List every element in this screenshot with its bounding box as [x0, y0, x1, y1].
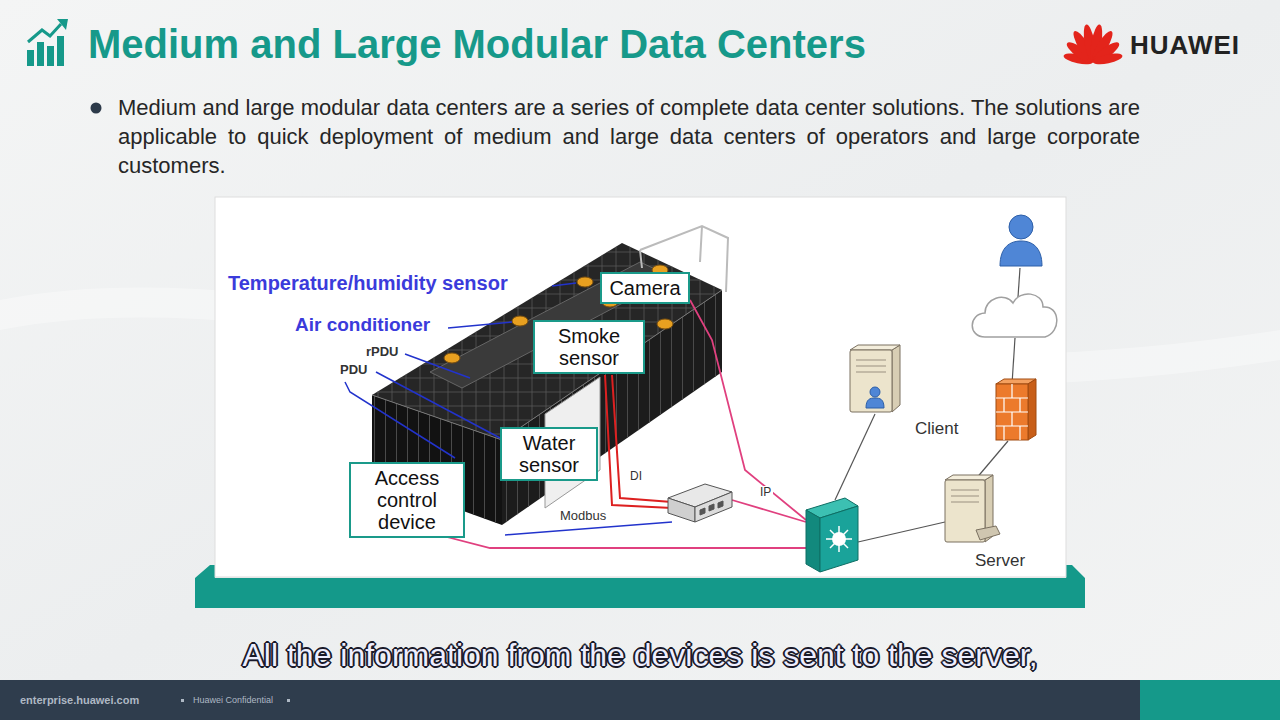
footer-bar [287, 699, 290, 702]
sensor-wire [345, 382, 455, 458]
network-switch [826, 526, 852, 552]
ip-wire [420, 300, 806, 548]
slide-title: Medium and Large Modular Data Centers [88, 20, 866, 68]
internet-cloud [972, 294, 1057, 337]
sensor-wire [448, 322, 512, 328]
video-subtitle: All the information from the devices is … [0, 635, 1280, 675]
collector-device [700, 501, 723, 515]
di-wire [605, 375, 672, 508]
client-computer [856, 360, 886, 372]
footer-bar [0, 680, 1280, 720]
huawei-logo [1063, 24, 1124, 67]
footer-bar [0, 680, 1140, 720]
title-icon [28, 24, 61, 42]
network-switch [820, 506, 858, 572]
user-icon [1000, 241, 1042, 266]
user-icon [1000, 215, 1042, 266]
client-computer [850, 345, 900, 412]
modular-data-center [372, 290, 722, 440]
brand-name: HUAWEI [1130, 31, 1240, 61]
network-link [835, 414, 875, 500]
sensor-badge [512, 316, 528, 326]
collector-device [695, 492, 732, 522]
collector-device [668, 498, 695, 522]
sensor-wire [552, 283, 576, 286]
huawei-logo [1092, 51, 1123, 66]
internet-cloud [972, 294, 1057, 337]
title-icon [27, 19, 68, 66]
device-label: Client [915, 419, 958, 439]
client-computer [850, 345, 900, 350]
signal-label: IP [758, 486, 773, 500]
firewall [996, 384, 1028, 440]
client-computer [866, 398, 884, 408]
sensor-wire [405, 354, 470, 378]
sensor-badge [657, 319, 673, 329]
title-icon [57, 36, 64, 66]
di-wire [612, 375, 672, 502]
device-box: Access control device [349, 462, 465, 538]
device-name: Access control device [356, 467, 458, 533]
network-link [975, 441, 1008, 480]
device-label: Server [975, 551, 1025, 571]
footer-bar [181, 699, 184, 702]
bullet-dot [91, 103, 102, 114]
server-computer [976, 526, 1000, 540]
collector-device [668, 484, 732, 522]
server-computer [951, 490, 979, 502]
diagram-panel [195, 578, 1085, 608]
sensor-wire [505, 522, 672, 535]
device-name: Smoke sensor [540, 325, 638, 369]
network-switch [806, 498, 858, 572]
device-box: Smoke sensor [533, 320, 645, 374]
signal-label: Modbus [558, 509, 608, 524]
client-computer [850, 350, 892, 412]
firewall [1028, 379, 1036, 440]
sensor-badge [577, 277, 593, 287]
sensor-wire [376, 372, 500, 438]
network-link [1018, 268, 1020, 297]
ip-wire [420, 530, 806, 548]
sensor-label: Temperature/humidity sensor [228, 272, 508, 295]
device-label: Air conditioner [295, 314, 430, 336]
device-label: rPDU [366, 345, 399, 360]
bullet-text: Medium and large modular data centers ar… [118, 93, 1140, 180]
device-box: Camera [600, 272, 690, 304]
network-switch [806, 510, 820, 572]
diagram-panel [195, 197, 1085, 608]
bullet-dot [91, 103, 102, 114]
device-label: PDU [340, 363, 367, 378]
device-box: Water sensor [500, 427, 598, 481]
title-icon [47, 46, 54, 66]
server-computer [945, 475, 993, 480]
client-computer [870, 387, 880, 397]
footer-bar [1140, 680, 1280, 720]
client-computer [892, 345, 900, 412]
di-wire [605, 375, 672, 508]
network-link [858, 522, 945, 542]
network-link [1012, 338, 1015, 384]
footer-text: enterprise.huawei.com [20, 694, 139, 707]
diagram-panel [215, 197, 1066, 577]
sensor-badge [444, 353, 460, 363]
user-icon [1009, 215, 1033, 239]
ip-wire [732, 500, 806, 522]
signal-label: DI [628, 470, 644, 484]
firewall [996, 384, 1028, 440]
server-computer [945, 475, 1000, 542]
title-icon [57, 19, 68, 30]
title-icon [37, 42, 44, 66]
device-name: Camera [607, 277, 683, 299]
firewall [996, 379, 1036, 440]
footer-text: Huawei Confidential [193, 695, 273, 705]
device-name: Water sensor [507, 432, 591, 476]
title-icon [27, 50, 34, 66]
